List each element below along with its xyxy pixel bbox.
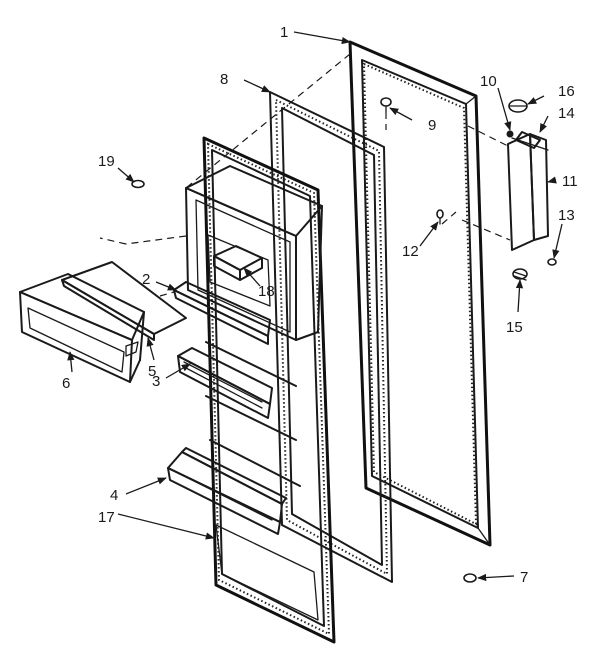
- hinge-bracket: [507, 131, 549, 251]
- callout-19: 19: [98, 153, 115, 170]
- callout-8: 8: [220, 71, 228, 88]
- lower-door-bin: [167, 439, 301, 535]
- door-stop: [463, 573, 477, 583]
- callout-13: 13: [558, 207, 575, 224]
- callout-9: 9: [428, 117, 436, 134]
- upper-shelf-bar: [173, 281, 271, 345]
- callout-11: 11: [562, 173, 578, 190]
- callout-1: 1: [280, 24, 288, 41]
- hinge-cap: [508, 99, 528, 113]
- callout-labels: 1 8 9 10 16 14 11 13 15 12 7 19 2 18 5 6…: [62, 24, 578, 586]
- callout-14: 14: [558, 105, 575, 122]
- callout-15: 15: [506, 319, 523, 336]
- callout-3: 3: [152, 373, 160, 390]
- leader-lines: [67, 31, 563, 582]
- dispenser-cover: [19, 273, 145, 383]
- door-plug: [380, 97, 392, 113]
- callout-10: 10: [480, 73, 497, 90]
- callout-12: 12: [402, 243, 419, 260]
- callout-7: 7: [520, 569, 528, 586]
- middle-shelf: [177, 341, 297, 441]
- hinge-pin: [506, 130, 514, 138]
- inner-door-liner: [202, 136, 336, 644]
- door-gasket: [269, 91, 393, 583]
- door-screw: [436, 209, 444, 225]
- dispenser-housing: [185, 165, 323, 341]
- outer-door-panel: [348, 40, 492, 547]
- callout-16: 16: [558, 83, 575, 100]
- callout-4: 4: [110, 487, 118, 504]
- assembly-lines: [99, 53, 511, 297]
- callout-17: 17: [98, 509, 115, 526]
- hinge-spring: [512, 268, 528, 281]
- callout-2: 2: [142, 271, 150, 288]
- screw: [547, 258, 557, 266]
- side-screw: [131, 179, 145, 189]
- callout-18: 18: [258, 283, 275, 300]
- cover-panel: [61, 261, 187, 341]
- callout-5: 5: [148, 363, 156, 380]
- callout-6: 6: [62, 375, 70, 392]
